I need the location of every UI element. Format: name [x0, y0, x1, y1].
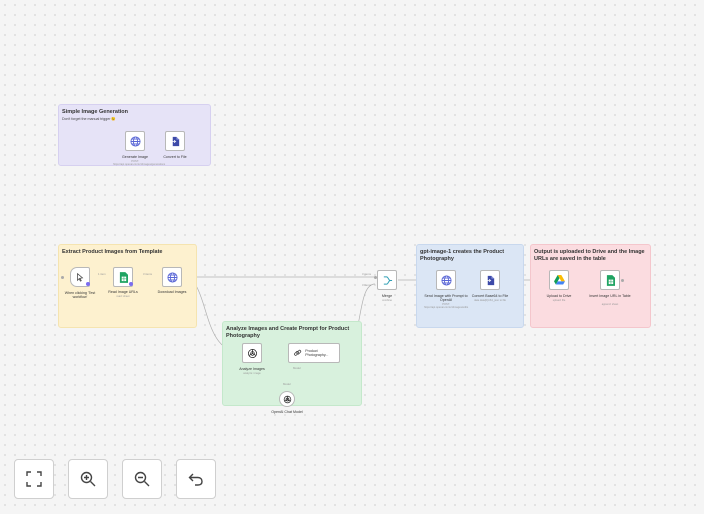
- node-label: Send Image with Prompt to OpenAI: [424, 294, 468, 303]
- node-manual-trigger[interactable]: [70, 267, 90, 287]
- node-label: Insert Image URL in Table: [589, 294, 631, 298]
- node-product-photography[interactable]: Product Photography...: [288, 343, 340, 363]
- trigger-badge-icon: [86, 282, 90, 286]
- globe-icon: [166, 271, 178, 283]
- node-label: Convert Base64 to File: [471, 294, 509, 298]
- node-analyze-images[interactable]: [242, 343, 262, 363]
- sticky-note-title: Analyze Images and Create Prompt for Pro…: [226, 326, 350, 339]
- zoom-in-icon: [80, 471, 96, 487]
- node-label: OpenAI Chat Model: [271, 410, 303, 414]
- undo-icon: [188, 473, 203, 486]
- edge-label: 3 items: [362, 272, 372, 276]
- node-generate-image[interactable]: [125, 131, 145, 151]
- google-sheets-icon: [606, 274, 615, 286]
- node-openai-chat-model[interactable]: [279, 391, 295, 407]
- openai-icon: [283, 395, 291, 403]
- fullscreen-icon: [26, 471, 42, 487]
- edge-label: 1 item: [98, 272, 106, 276]
- node-insert-image-url[interactable]: [600, 270, 620, 290]
- node-label: Merge: [381, 294, 393, 298]
- cursor-icon: [77, 272, 84, 282]
- sticky-note-title: Extract Product Images from Template: [62, 249, 163, 255]
- sticky-note-gpt-image[interactable]: gpt-image-1 creates the Product Photogra…: [416, 244, 524, 328]
- edge-label: Model: [283, 382, 291, 386]
- node-subtitle: read: sheet: [116, 295, 130, 298]
- input-handle[interactable]: [374, 276, 377, 279]
- merge-icon: [383, 275, 392, 285]
- node-convert-to-file[interactable]: [165, 131, 185, 151]
- node-subtitle: upload: file: [552, 299, 566, 302]
- node-label: Generate Image: [122, 155, 148, 159]
- edge-label: 3 items: [143, 272, 153, 276]
- node-label: Analyze Images: [239, 367, 265, 371]
- node-label: Read Image URLs: [108, 290, 138, 294]
- node-subtitle: POST: https://api.openai.com/v1/images/e…: [424, 303, 469, 309]
- node-label: Convert to File: [163, 155, 187, 159]
- reset-zoom-button[interactable]: [176, 459, 216, 499]
- node-subtitle: combine: [382, 299, 392, 302]
- globe-icon: [129, 135, 141, 147]
- sticky-note-title: Output is uploaded to Drive and the Imag…: [534, 249, 645, 262]
- node-subtitle: POST: https://api.openai.com/v1/images/g…: [113, 160, 166, 166]
- file-convert-icon: [485, 275, 494, 285]
- output-handle[interactable]: [621, 279, 624, 282]
- file-convert-icon: [170, 136, 179, 146]
- input-handle[interactable]: [61, 276, 64, 279]
- edge-label: 3 items: [362, 283, 372, 287]
- sticky-note-title: Simple Image Generation: [62, 109, 129, 115]
- node-label: Upload to Drive: [546, 294, 572, 298]
- node-subtitle: analyze: image: [243, 372, 261, 375]
- node-subtitle: data.data[0].b64_json to file: [474, 299, 506, 302]
- node-label: Product Photography...: [305, 348, 329, 357]
- node-download-images[interactable]: [162, 267, 182, 287]
- chain-link-icon: [294, 349, 302, 356]
- sticky-note-subtitle: Don't forget the manual trigger 😉: [62, 117, 116, 121]
- node-label: Download Images: [157, 290, 187, 294]
- globe-icon: [440, 274, 452, 286]
- node-label: When clicking 'Test workflow': [64, 291, 96, 300]
- node-convert-base64-to-file[interactable]: [480, 270, 500, 290]
- zoom-in-button[interactable]: [68, 459, 108, 499]
- fit-to-view-button[interactable]: [14, 459, 54, 499]
- node-send-image-with-prompt[interactable]: [436, 270, 456, 290]
- openai-icon: [247, 348, 257, 358]
- google-drive-icon: [553, 275, 565, 285]
- node-upload-to-drive[interactable]: [549, 270, 569, 290]
- status-badge-icon: [129, 282, 133, 286]
- zoom-out-button[interactable]: [122, 459, 162, 499]
- node-merge[interactable]: [377, 270, 397, 290]
- google-sheets-icon: [119, 271, 128, 283]
- node-read-image-urls[interactable]: [113, 267, 133, 287]
- edge-label: Model: [293, 366, 301, 370]
- zoom-out-icon: [134, 471, 150, 487]
- node-subtitle: append: sheet: [601, 303, 619, 306]
- sticky-note-title: gpt-image-1 creates the Product Photogra…: [420, 249, 505, 262]
